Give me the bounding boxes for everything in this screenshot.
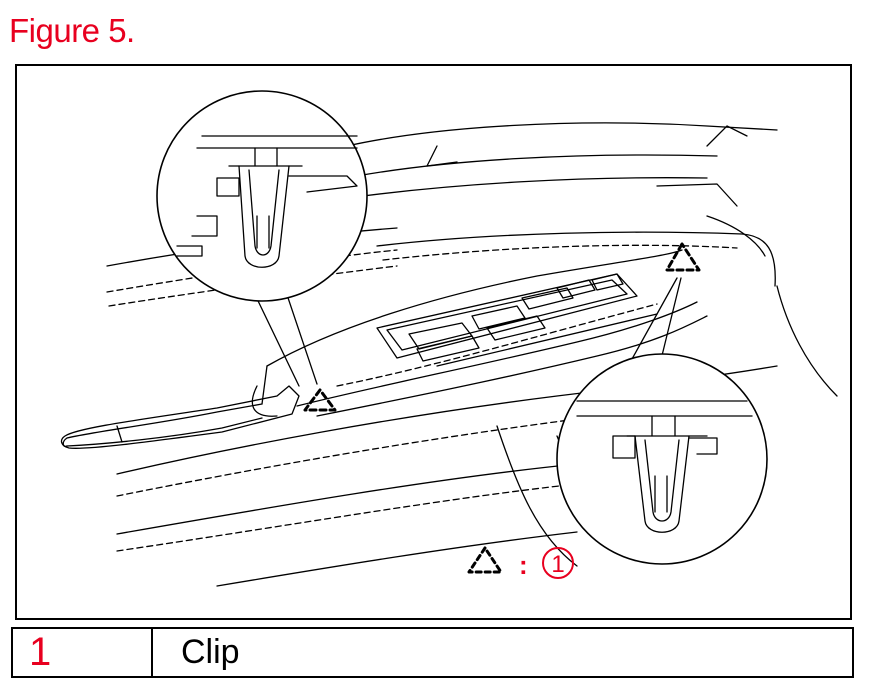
key-separator: :	[519, 550, 528, 580]
clip-marker-right	[665, 242, 701, 272]
clip-marker-left	[303, 388, 337, 412]
key-triangle-icon	[467, 546, 503, 574]
window-switch-block	[376, 273, 658, 367]
clip-detail-callout-bottom	[556, 353, 768, 565]
legend-description-cell: Clip	[181, 633, 240, 671]
figure-title: Figure 5.	[9, 12, 135, 49]
key-number-callout: 1	[542, 547, 574, 579]
legend-number-cell: 1	[13, 629, 153, 676]
removal-tool	[60, 385, 300, 449]
illustration-frame: : 1	[15, 64, 852, 620]
clip-detail-callout-top	[156, 90, 368, 302]
key-number: 1	[551, 551, 564, 578]
legend-table: 1 Clip	[11, 627, 854, 678]
door-trim-illustration: : 1	[60, 90, 838, 587]
